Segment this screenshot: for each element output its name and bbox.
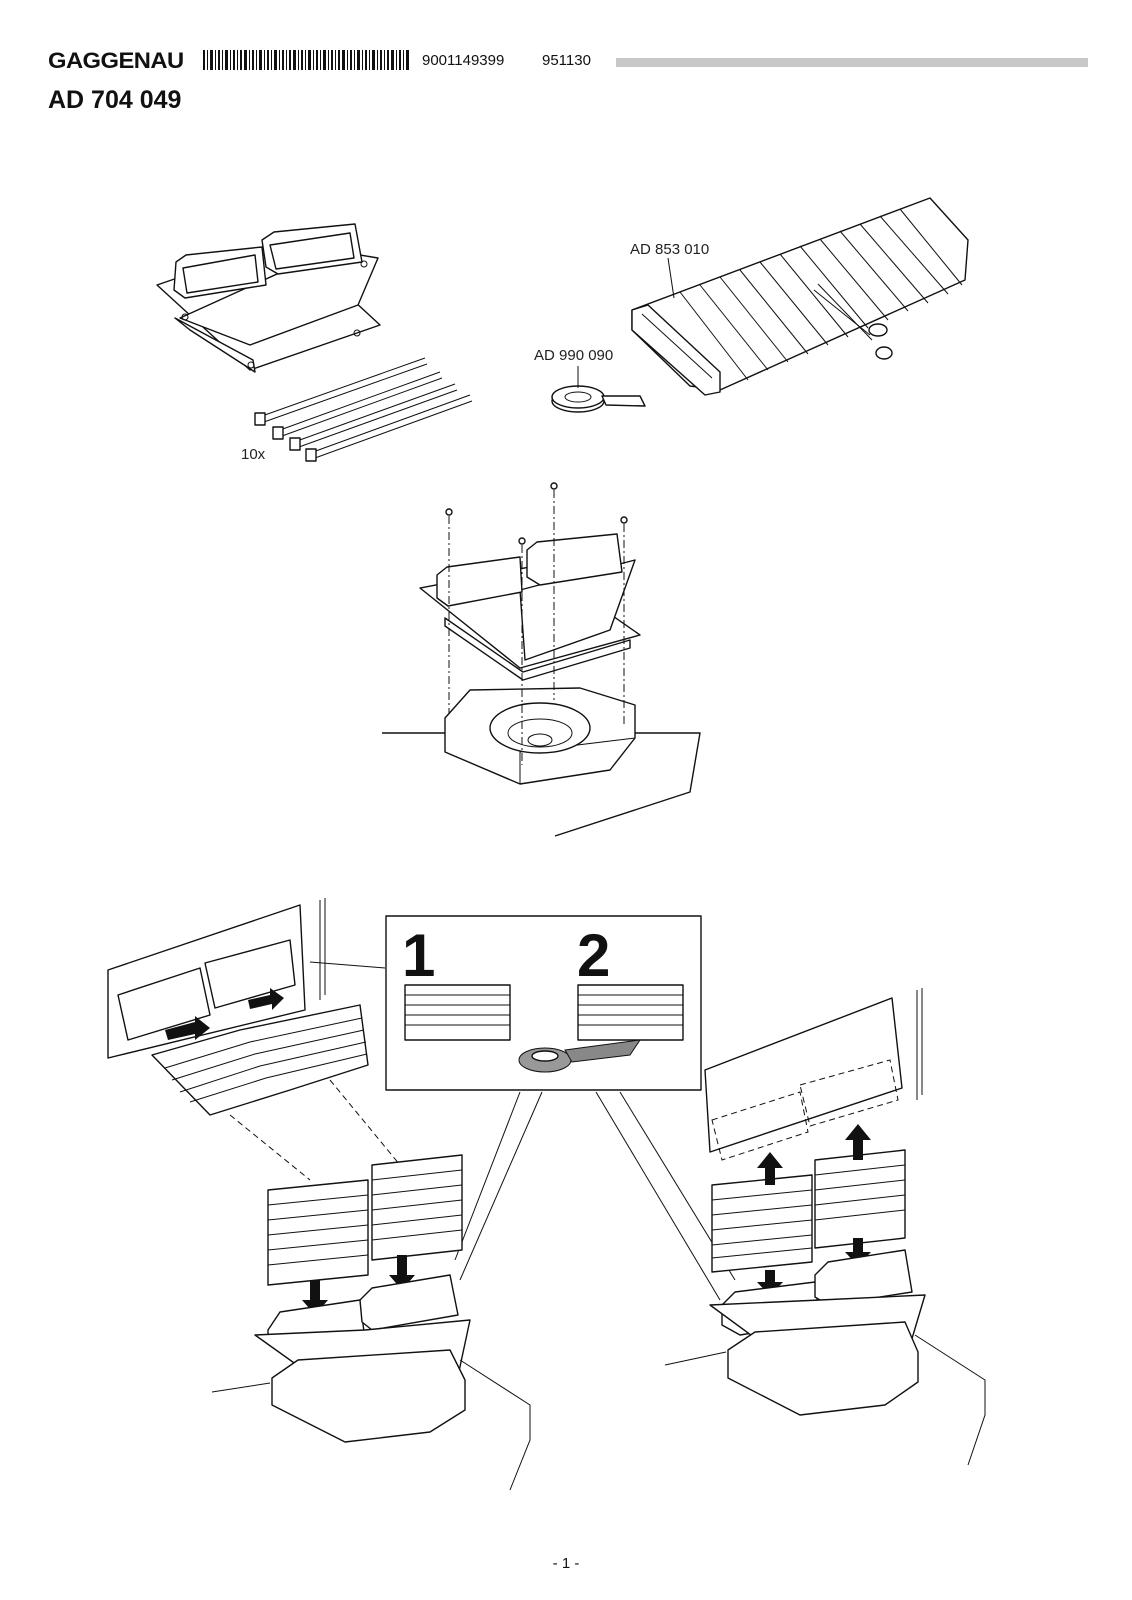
- adapter-illustration: [156, 223, 381, 373]
- hose-removal-right: [664, 988, 986, 1466]
- tape-part-code: AD 990 090: [534, 347, 613, 364]
- detail-box: 1 2: [309, 915, 736, 1301]
- cable-tie-quantity: 10x: [241, 446, 266, 463]
- model-number: AD 704 049: [48, 86, 182, 114]
- cable-ties-illustration: 10x: [241, 357, 473, 463]
- detail-step-2: 2: [577, 922, 610, 989]
- detail-step-1: 1: [402, 922, 435, 989]
- tape-illustration: AD 990 090: [534, 347, 646, 413]
- hose-part-code: AD 853 010: [630, 241, 709, 258]
- document-header: GAGGENAU 9001149399 951130: [48, 44, 1088, 74]
- hose-connection-left: [107, 898, 531, 1491]
- date-code: 951130: [542, 52, 591, 69]
- mounting-illustration: [382, 482, 701, 837]
- header-rule: [616, 58, 1088, 67]
- brand-logo: GAGGENAU: [48, 48, 184, 73]
- part-number: 9001149399: [422, 52, 505, 69]
- page-number: - 1 -: [552, 1555, 580, 1572]
- barcode: [203, 50, 409, 70]
- flexible-hose-illustration: AD 853 010: [630, 197, 969, 396]
